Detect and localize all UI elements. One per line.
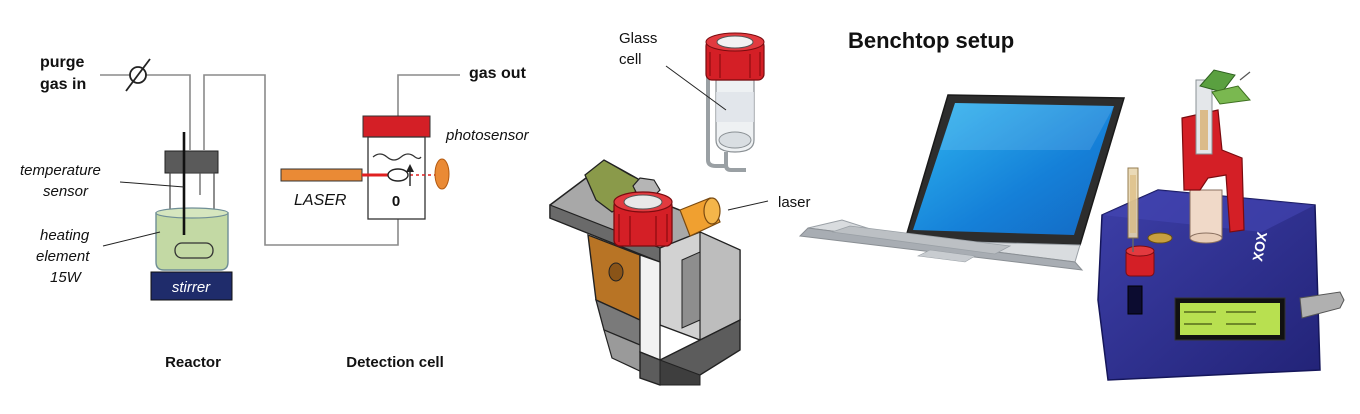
laser-label: LASER [294,192,347,209]
valve-icon [125,58,151,92]
heating-element-label-line2: element [36,248,90,265]
temperature-sensor-label-line2: sensor [43,183,89,200]
cell-holder-model: Glass cell [549,30,811,386]
glass-cell-label-line2: cell [619,51,642,68]
laptop [798,94,1126,271]
water-bath-rim [155,207,229,219]
stirrer-base [150,271,233,301]
purge-gas-label-line2: gas in [40,76,86,93]
detection-cell-caption: Detection cell [346,354,444,371]
reactor-schematic: stirrer purge gas in temperature sensor … [20,54,460,371]
cell-zero-label: 0 [392,193,400,210]
heating-element-label-line1: heating [40,227,90,244]
laser-model-label: laser [778,194,811,211]
reactor-lid [164,150,219,174]
detection-cell-cap [362,115,431,138]
laser-source [280,168,363,182]
glass-cell-model: Glass cell [619,30,765,172]
photosensor-label: photosensor [445,127,530,144]
gas-out-label: gas out [469,65,527,82]
water-bath [155,212,229,271]
benchtop-device: XOX [1097,69,1345,381]
heating-element-label-line3: 15W [50,269,83,286]
device-brand: XOX [1249,230,1270,263]
benchtop-title: Benchtop setup [848,28,1014,53]
photosensor-icon [434,158,450,190]
reactor-caption: Reactor [165,354,221,371]
laptop-screen [913,103,1114,235]
holder-cell-cap [613,191,673,247]
purge-gas-label-line1: purge [40,54,85,71]
laser-module [679,197,721,237]
stir-bar [174,242,214,259]
bubble [387,168,409,182]
glass-cell-label-line1: Glass [619,30,657,47]
temperature-sensor-label-line1: temperature [20,162,101,179]
detection-cell-schematic: 0 LASER gas out photosensor [280,65,530,220]
stirrer-label: stirrer [172,279,211,296]
